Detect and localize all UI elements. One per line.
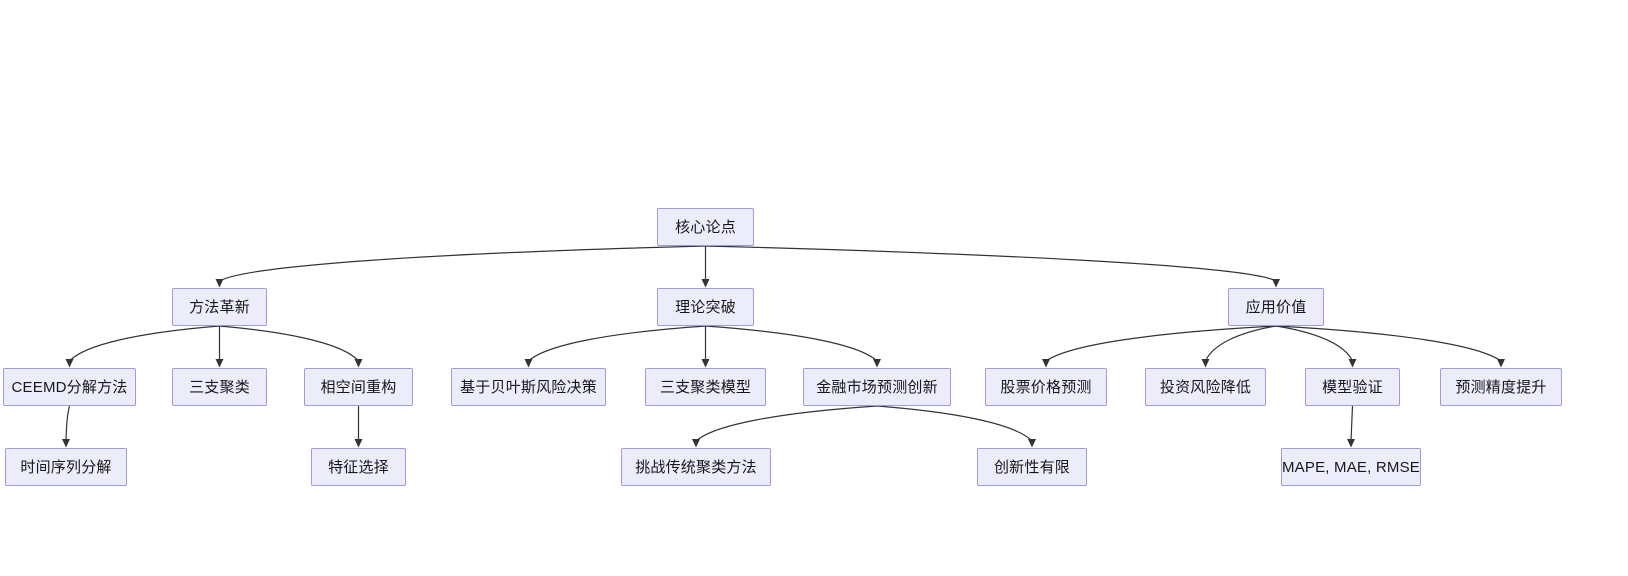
flow-node-label: 基于贝叶斯风险决策 xyxy=(460,378,597,396)
flow-node-label: MAPE, MAE, RMSE xyxy=(1281,458,1421,476)
flow-node-label: 挑战传统聚类方法 xyxy=(635,458,757,476)
flow-node-l1a[interactable]: 方法革新 xyxy=(172,288,267,326)
flow-edge-arrowhead xyxy=(1347,439,1355,448)
flow-node-label: 特征选择 xyxy=(328,458,389,476)
flow-edge-l2i-to-l3e xyxy=(1350,405,1354,442)
flow-node-label: 投资风险降低 xyxy=(1159,378,1252,396)
flow-edge-arrowhead xyxy=(215,279,224,288)
flow-edge-arrowhead xyxy=(1272,279,1280,288)
flow-node-label: 股票价格预测 xyxy=(1000,378,1092,396)
flow-node-label: 时间序列分解 xyxy=(20,458,112,476)
flow-node-l2a[interactable]: CEEMD分解方法 xyxy=(3,368,136,406)
flow-edge-arrowhead xyxy=(215,359,224,368)
flow-node-l3c[interactable]: 挑战传统聚类方法 xyxy=(621,448,771,486)
flow-node-label: 应用价值 xyxy=(1245,298,1307,316)
flow-node-l1c[interactable]: 应用价值 xyxy=(1228,288,1324,326)
flow-edge-root-to-l1c xyxy=(705,245,1277,282)
flow-edge-arrowhead xyxy=(1348,359,1357,368)
flow-edge-l1c-to-l2i xyxy=(1275,325,1354,362)
flow-edge-arrowhead xyxy=(524,359,533,368)
flow-edge-arrowhead xyxy=(354,439,363,448)
flow-edge-arrowhead xyxy=(692,439,700,448)
flow-node-label: 预测精度提升 xyxy=(1455,378,1547,396)
flow-node-l2d[interactable]: 基于贝叶斯风险决策 xyxy=(451,368,606,406)
flow-node-l2h[interactable]: 投资风险降低 xyxy=(1145,368,1266,406)
flow-edge-arrowhead xyxy=(701,359,710,368)
flow-node-l3e[interactable]: MAPE, MAE, RMSE xyxy=(1281,448,1421,486)
flow-edge-root-to-l1a xyxy=(219,245,706,282)
flow-node-l2g[interactable]: 股票价格预测 xyxy=(985,368,1107,406)
flow-node-label: 三支聚类 xyxy=(189,378,250,396)
flow-node-l2b[interactable]: 三支聚类 xyxy=(172,368,267,406)
flow-node-label: 相空间重构 xyxy=(320,378,397,396)
flow-edge-l2f-to-l3d xyxy=(876,405,1033,442)
flow-node-l2e[interactable]: 三支聚类模型 xyxy=(645,368,766,406)
flow-node-label: 创新性有限 xyxy=(993,458,1070,476)
flow-node-label: CEEMD分解方法 xyxy=(11,378,128,396)
flow-node-label: 核心论点 xyxy=(675,218,736,236)
flow-edge-l1b-to-l2d xyxy=(528,325,706,362)
flow-edge-l1a-to-l2a xyxy=(69,325,220,362)
flow-edge-l1b-to-l2f xyxy=(705,325,878,362)
flow-node-l3b[interactable]: 特征选择 xyxy=(311,448,406,486)
flow-edge-arrowhead xyxy=(62,439,70,448)
flow-node-l3d[interactable]: 创新性有限 xyxy=(977,448,1087,486)
flow-edge-arrowhead xyxy=(701,279,710,288)
flow-node-label: 模型验证 xyxy=(1322,378,1383,396)
flow-edge-l2a-to-l3a xyxy=(65,405,71,442)
flow-node-l2c[interactable]: 相空间重构 xyxy=(304,368,413,406)
flow-node-label: 理论突破 xyxy=(675,298,736,316)
flow-edge-arrowhead xyxy=(65,359,74,368)
flow-node-l1b[interactable]: 理论突破 xyxy=(657,288,754,326)
flow-node-l2i[interactable]: 模型验证 xyxy=(1305,368,1400,406)
flow-edge-arrowhead xyxy=(873,359,881,368)
flow-edge-arrowhead xyxy=(1042,359,1050,368)
flow-edge-l1a-to-l2c xyxy=(219,325,359,362)
flow-edge-l2f-to-l3c xyxy=(695,405,878,442)
flow-edge-arrowhead xyxy=(354,359,363,368)
flow-edge-l1c-to-l2h xyxy=(1204,325,1277,362)
flow-node-label: 金融市场预测创新 xyxy=(816,378,938,396)
flow-node-l2j[interactable]: 预测精度提升 xyxy=(1440,368,1562,406)
flow-edge-arrowhead xyxy=(1497,359,1505,368)
flow-node-root[interactable]: 核心论点 xyxy=(657,208,754,246)
flow-node-label: 方法革新 xyxy=(189,298,250,316)
flow-node-l2f[interactable]: 金融市场预测创新 xyxy=(803,368,951,406)
flow-edge-arrowhead xyxy=(1028,439,1036,448)
flow-node-l3a[interactable]: 时间序列分解 xyxy=(5,448,127,486)
flow-edge-arrowhead xyxy=(1201,359,1210,368)
flow-edge-l1c-to-l2j xyxy=(1275,325,1502,362)
flow-node-label: 三支聚类模型 xyxy=(659,378,752,396)
flow-edge-l1c-to-l2g xyxy=(1045,325,1277,362)
